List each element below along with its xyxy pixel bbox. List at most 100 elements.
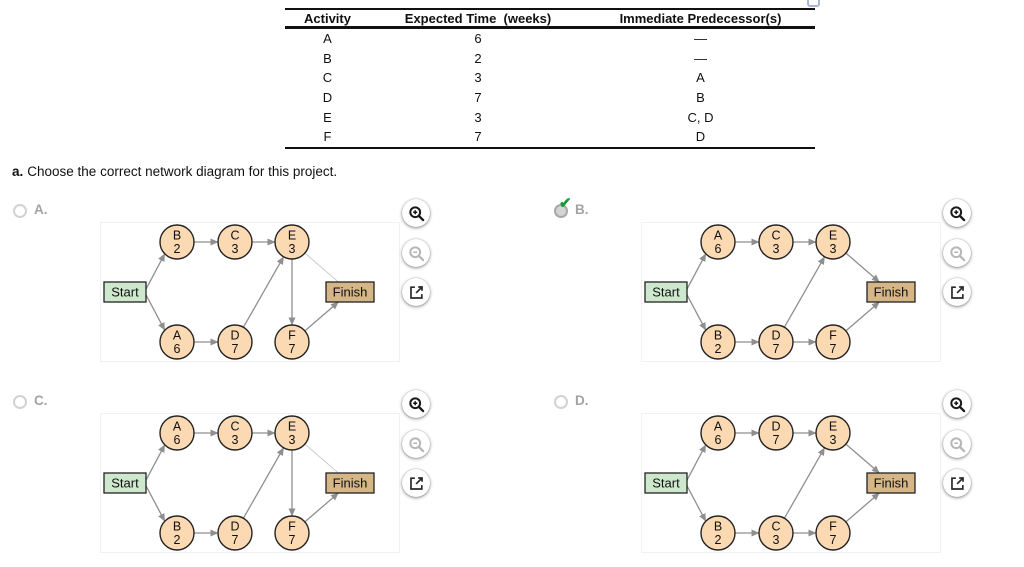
start-box: Start: [644, 281, 688, 303]
svg-text:Start: Start: [111, 285, 139, 300]
svg-text:Finish: Finish: [874, 476, 909, 491]
option-a-label: A.: [34, 202, 48, 217]
svg-text:D: D: [771, 420, 780, 434]
start-box: Start: [103, 281, 147, 303]
svg-text:Start: Start: [111, 476, 139, 491]
table-header-row: Activity Expected Time (weeks) Immediate…: [285, 10, 815, 29]
open-in-new-icon: [950, 285, 964, 299]
option-b-label: B.: [575, 202, 589, 217]
activity-node-e: E3: [815, 224, 851, 260]
svg-text:7: 7: [289, 342, 296, 356]
zoom-in-icon: [949, 205, 965, 221]
open-in-new-icon: [409, 285, 423, 299]
time-cell: 3: [474, 70, 482, 86]
table-header-predecessors: Immediate Predecessor(s): [619, 10, 782, 26]
selected-check-icon: ✔: [559, 195, 572, 212]
option-d-radio[interactable]: [554, 395, 568, 409]
activity-node-c: C3: [217, 224, 253, 260]
zoom-in-icon: [949, 396, 965, 412]
zoom-out-button[interactable]: [943, 430, 971, 458]
svg-text:A: A: [173, 420, 182, 434]
activity-node-a: A6: [700, 415, 736, 451]
table-row: E 3 C, D: [285, 107, 815, 127]
table-row: D 7 B: [285, 88, 815, 108]
svg-text:B: B: [714, 329, 722, 343]
option-c-radio[interactable]: [13, 395, 27, 409]
question-letter: a.: [12, 164, 24, 179]
expand-button[interactable]: [402, 469, 430, 497]
predecessor-cell: —: [694, 50, 707, 66]
activity-node-f: F7: [274, 324, 310, 360]
table-row: C 3 A: [285, 68, 815, 88]
svg-text:7: 7: [289, 533, 296, 547]
svg-text:2: 2: [715, 533, 722, 547]
zoom-in-button[interactable]: [402, 199, 430, 227]
finish-box: Finish: [866, 472, 916, 494]
zoom-out-button[interactable]: [943, 239, 971, 267]
time-cell: 3: [474, 109, 482, 125]
svg-text:Finish: Finish: [333, 476, 368, 491]
svg-text:E: E: [829, 420, 837, 434]
expand-button[interactable]: [402, 278, 430, 306]
activity-node-d: D7: [217, 515, 253, 551]
finish-box: Finish: [325, 472, 375, 494]
svg-text:2: 2: [174, 533, 181, 547]
zoom-in-icon: [408, 396, 424, 412]
svg-text:3: 3: [289, 242, 296, 256]
svg-text:3: 3: [773, 533, 780, 547]
activity-node-a: A6: [700, 224, 736, 260]
clipped-comment-icon[interactable]: [807, 0, 820, 7]
activity-node-e: E3: [274, 415, 310, 451]
zoom-out-icon: [949, 436, 965, 452]
time-cell: 2: [474, 50, 482, 66]
svg-text:C: C: [230, 229, 239, 243]
option-b-radio[interactable]: ✔: [554, 196, 572, 218]
activity-node-b: B2: [700, 324, 736, 360]
svg-text:7: 7: [830, 533, 837, 547]
zoom-in-button[interactable]: [943, 199, 971, 227]
svg-text:E: E: [288, 420, 296, 434]
finish-box: Finish: [866, 281, 916, 303]
activity-cell: B: [323, 50, 332, 66]
zoom-out-button[interactable]: [402, 430, 430, 458]
svg-text:2: 2: [715, 342, 722, 356]
finish-box: Finish: [325, 281, 375, 303]
svg-text:B: B: [714, 520, 722, 534]
expand-button[interactable]: [943, 278, 971, 306]
diagram-edges: [145, 238, 339, 346]
start-box: Start: [103, 472, 147, 494]
svg-text:7: 7: [773, 342, 780, 356]
svg-text:3: 3: [830, 242, 837, 256]
zoom-in-button[interactable]: [402, 390, 430, 418]
svg-text:3: 3: [289, 433, 296, 447]
expand-button[interactable]: [943, 469, 971, 497]
svg-text:6: 6: [174, 433, 181, 447]
svg-text:7: 7: [830, 342, 837, 356]
zoom-in-button[interactable]: [943, 390, 971, 418]
svg-text:6: 6: [715, 433, 722, 447]
activity-cell: E: [323, 109, 332, 125]
activity-node-b: B2: [159, 515, 195, 551]
diagram-edges: [145, 429, 339, 537]
option-a-radio[interactable]: [13, 204, 27, 218]
svg-text:A: A: [173, 329, 182, 343]
svg-text:F: F: [288, 520, 296, 534]
svg-text:C: C: [771, 520, 780, 534]
svg-text:C: C: [771, 229, 780, 243]
open-in-new-icon: [950, 476, 964, 490]
svg-text:2: 2: [174, 242, 181, 256]
table-header-activity: Activity: [304, 10, 351, 26]
svg-text:3: 3: [232, 242, 239, 256]
svg-text:Finish: Finish: [874, 285, 909, 300]
svg-text:E: E: [288, 229, 296, 243]
zoom-out-button[interactable]: [402, 239, 430, 267]
svg-text:D: D: [230, 329, 239, 343]
activity-cell: D: [322, 90, 333, 106]
activity-node-e: E3: [274, 224, 310, 260]
option-d-label: D.: [575, 393, 589, 408]
